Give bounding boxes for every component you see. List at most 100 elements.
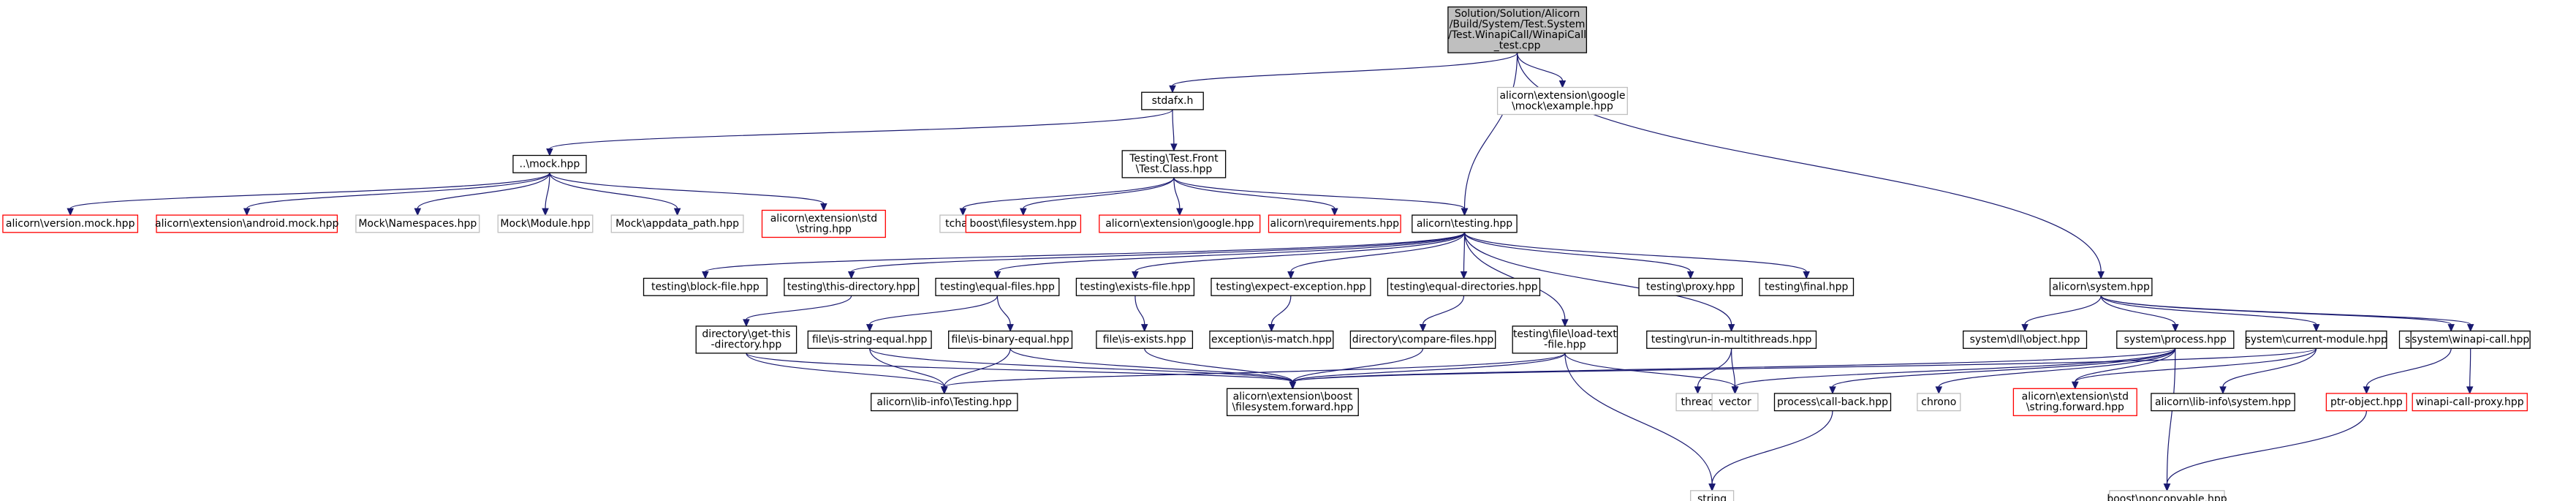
node-version-mock[interactable]: alicorn\version.mock.hpp	[2, 214, 139, 233]
node-label: \filesystem.forward.hpp	[1232, 402, 1353, 413]
node-label: system\process.hpp	[2124, 334, 2227, 346]
node-dll-object[interactable]: system\dll\object.hpp	[1963, 330, 2088, 349]
node-label: alicorn\version.mock.hpp	[6, 218, 135, 230]
node-label: boost\noncopyable.hpp	[2107, 494, 2227, 501]
node-box	[1512, 325, 1618, 354]
node-label: alicorn\system.hpp	[2052, 281, 2150, 293]
node-equal-files[interactable]: testing\equal-files.hpp	[935, 277, 1060, 296]
node-label: thread	[1681, 396, 1715, 408]
node-load-text-file[interactable]: testing\file\load-text-file.hpp	[1512, 325, 1618, 354]
node-box	[2109, 490, 2225, 501]
edge-mock-to-mock-module	[542, 173, 550, 216]
node-test-front[interactable]: Testing\Test.Front\Test.Class.hpp	[1121, 150, 1227, 178]
node-is-exists[interactable]: file\is-exists.hpp	[1096, 330, 1194, 349]
node-equal-directories[interactable]: testing\equal-directories.hpp	[1387, 277, 1541, 296]
node-label: Mock\Module.hpp	[500, 218, 590, 230]
node-root[interactable]: Solution/Solution/Alicorn/Build/System/T…	[1447, 6, 1588, 53]
node-mock-module[interactable]: Mock\Module.hpp	[497, 214, 594, 233]
node-google-mock-example[interactable]: alicorn\extension\google\mock\example.hp…	[1496, 86, 1628, 116]
node-box	[156, 214, 338, 233]
node-mock-namespaces[interactable]: Mock\Namespaces.hpp	[355, 214, 480, 233]
node-box	[948, 330, 1073, 349]
node-testing-proxy[interactable]: testing\proxy.hpp	[1638, 277, 1743, 296]
node-alicorn-system[interactable]: alicorn\system.hpp	[2049, 277, 2153, 296]
edge-testing-to-testing-final	[1463, 232, 1810, 279]
graph-edges	[67, 52, 2474, 492]
edge-winapi-call-to-winapi-call-proxy	[2466, 348, 2474, 395]
node-ext-google[interactable]: alicorn\extension\google.hpp	[1099, 214, 1261, 233]
node-string-forward[interactable]: alicorn\extension\std\string.forward.hpp	[2012, 388, 2137, 416]
node-string[interactable]: string	[1690, 490, 1735, 501]
edge-load-text-file-to-lib-info-testing	[941, 353, 1566, 395]
node-run-in-multithreads[interactable]: testing\run-in-multithreads.hpp	[1646, 330, 1817, 349]
node-ptr-object[interactable]: ptr-object.hpp	[2325, 393, 2407, 412]
node-box	[1268, 214, 1401, 233]
node-boost-filesystem-forward[interactable]: alicorn\extension\boost\filesystem.forwa…	[1226, 388, 1359, 416]
node-label: alicorn\extension\boost	[1233, 391, 1353, 403]
node-boost-noncopyable[interactable]: boost\noncopyable.hpp	[2107, 490, 2227, 501]
node-thread[interactable]: thread	[1675, 393, 1720, 412]
node-expect-exception[interactable]: testing\expect-exception.hpp	[1211, 277, 1371, 296]
node-is-match[interactable]: exception\is-match.hpp	[1209, 330, 1334, 349]
edge-is-binary-equal-to-lib-info-testing	[941, 348, 1011, 395]
node-label: chrono	[1921, 396, 1956, 408]
edge-run-in-multithreads-to-thread	[1694, 348, 1732, 395]
node-android-mock[interactable]: alicorn\extension\android.mock.hpp	[155, 214, 338, 233]
node-box	[1646, 330, 1817, 349]
node-chrono[interactable]: chrono	[1917, 393, 1961, 412]
edge-testing-to-block-file	[702, 232, 1466, 279]
edge-root-to-alicorn-system	[1517, 53, 2105, 279]
node-box	[1711, 393, 1759, 412]
node-label: testing\final.hpp	[1765, 281, 1849, 293]
node-block-file[interactable]: testing\block-file.hpp	[643, 277, 768, 296]
node-box	[935, 277, 1060, 296]
node-label: alicorn\lib-info\Testing.hpp	[876, 396, 1012, 408]
node-boost-filesystem[interactable]: boost\filesystem.hpp	[965, 214, 1082, 233]
node-mock-appdata[interactable]: Mock\appdata_path.hpp	[610, 214, 744, 233]
node-label: file\is-string-equal.hpp	[812, 334, 928, 346]
node-label: ptr-object.hpp	[2330, 396, 2403, 408]
edge-process-to-string-forward	[2072, 348, 2176, 390]
node-box	[1496, 86, 1628, 116]
edge-testing-to-exists-file	[1132, 232, 1466, 279]
edge-current-module-to-lib-info-system	[2219, 348, 2317, 395]
node-testing-final[interactable]: testing\final.hpp	[1759, 277, 1855, 296]
node-is-binary-equal[interactable]: file\is-binary-equal.hpp	[948, 330, 1073, 349]
node-std-string-hpp[interactable]: alicorn\extension\std\string.hpp	[761, 209, 886, 238]
node-get-this-directory[interactable]: directory\get-this-directory.hpp	[695, 325, 798, 354]
node-winapi-call[interactable]: system\winapi-call.hpp	[2410, 330, 2531, 349]
node-process[interactable]: system\process.hpp	[2116, 330, 2235, 349]
node-lib-info-system[interactable]: alicorn\lib-info\system.hpp	[2151, 393, 2295, 412]
node-label: winapi-call-proxy.hpp	[2416, 396, 2524, 408]
node-is-string-equal[interactable]: file\is-string-equal.hpp	[807, 330, 932, 349]
node-current-module[interactable]: system\current-module.hpp	[2245, 330, 2387, 349]
node-this-directory[interactable]: testing\this-directory.hpp	[784, 277, 920, 296]
node-label: ..\mock.hpp	[520, 158, 580, 170]
node-box	[1387, 277, 1541, 296]
node-box	[1638, 277, 1743, 296]
node-call-back[interactable]: process\call-back.hpp	[1773, 393, 1892, 412]
node-box	[695, 325, 798, 354]
edge-this-directory-to-get-this-directory	[743, 295, 852, 328]
node-box	[1917, 393, 1961, 412]
node-mock[interactable]: ..\mock.hpp	[512, 154, 587, 173]
node-box	[1209, 330, 1334, 349]
edge-alicorn-system-to-current-module	[2100, 295, 2320, 332]
node-box	[1447, 6, 1588, 53]
node-winapi-call-proxy[interactable]: winapi-call-proxy.hpp	[2412, 393, 2528, 412]
edge-process-to-chrono	[1935, 348, 2176, 395]
node-stdafx[interactable]: stdafx.h	[1141, 91, 1204, 110]
node-exists-file[interactable]: testing\exists-file.hpp	[1075, 277, 1195, 296]
node-lib-info-testing[interactable]: alicorn\lib-info\Testing.hpp	[871, 393, 1018, 412]
node-label: testing\exists-file.hpp	[1080, 281, 1190, 293]
node-label: alicorn\extension\google	[1499, 90, 1625, 102]
edge-current-module-to-string-forward	[2072, 348, 2317, 390]
node-requirements[interactable]: alicorn\requirements.hpp	[1268, 214, 1401, 233]
node-box	[2049, 277, 2153, 296]
node-compare-files[interactable]: directory\compare-files.hpp	[1349, 330, 1496, 349]
node-box	[807, 330, 932, 349]
node-label: \Test.Class.hpp	[1136, 164, 1213, 176]
node-vector[interactable]: vector	[1711, 393, 1759, 412]
node-label: Solution/Solution/Alicorn	[1455, 8, 1580, 20]
node-testing[interactable]: alicorn\testing.hpp	[1412, 214, 1518, 233]
